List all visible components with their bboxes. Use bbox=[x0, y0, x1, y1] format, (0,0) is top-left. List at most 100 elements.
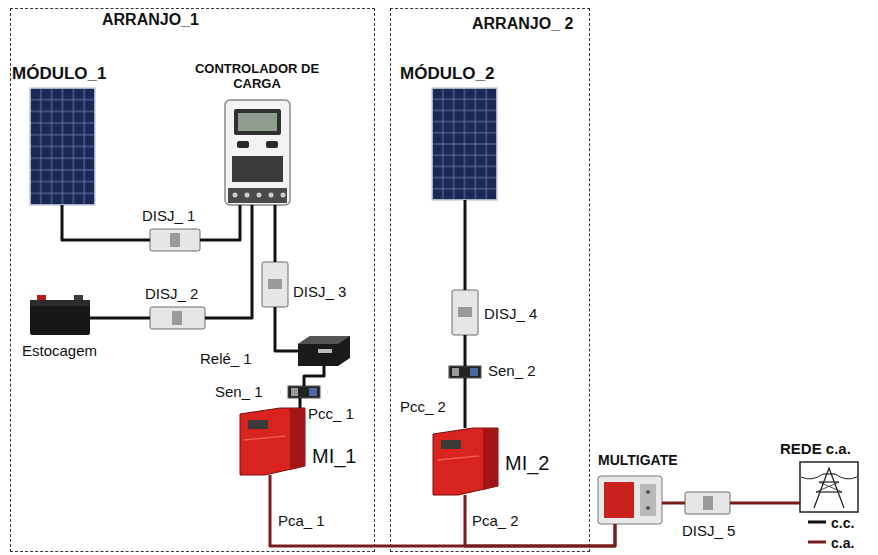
label-holder: CONTROLADOR DE CARGA bbox=[187, 62, 327, 92]
solar-panel-symbol bbox=[30, 88, 95, 205]
label-holder: Sen_ 2 bbox=[488, 362, 536, 379]
grid: REDE c.a. bbox=[800, 462, 858, 512]
legend-item: c.a. bbox=[831, 534, 854, 552]
breaker-symbol bbox=[150, 229, 200, 251]
point-label: Pca_ 2 bbox=[472, 512, 519, 529]
part-label: MULTIGATE bbox=[598, 452, 678, 468]
label-holder: MULTIGATE bbox=[598, 452, 678, 468]
breaker: DISJ_ 4 bbox=[452, 290, 478, 335]
legend-line-sample bbox=[808, 521, 826, 524]
point-label: Pcc_ 1 bbox=[308, 405, 354, 422]
dc-wire bbox=[200, 205, 240, 240]
ac-wire bbox=[465, 495, 615, 546]
label-holder: DISJ_ 2 bbox=[145, 285, 198, 302]
part-label: REDE c.a. bbox=[780, 440, 851, 457]
point-label: Pcc_ 2 bbox=[400, 398, 446, 415]
legend-line-sample bbox=[808, 541, 826, 544]
breaker-symbol bbox=[150, 307, 205, 329]
array-region: MÓDULO_2DISJ_ 4 Sen_ 2 MI_2 ARRANJO_ 2 bbox=[390, 8, 590, 552]
part-label: CONTROLADOR DE CARGA bbox=[187, 62, 327, 92]
solar-panel: MÓDULO_2 bbox=[432, 88, 497, 200]
solar-panel: MÓDULO_1 bbox=[30, 88, 95, 205]
label-holder: Pca_ 2 bbox=[472, 512, 519, 529]
part-label: Sen_ 1 bbox=[215, 383, 263, 400]
dc-wire bbox=[464, 335, 467, 366]
label-holder: DISJ_ 4 bbox=[484, 305, 537, 322]
label-holder: Pcc_ 2 bbox=[400, 398, 446, 415]
ac-wire bbox=[662, 502, 685, 505]
breaker-symbol bbox=[685, 492, 730, 514]
dc-wire bbox=[299, 398, 302, 408]
label-holder: Estocagem bbox=[22, 342, 97, 359]
label-holder: MÓDULO_2 bbox=[400, 64, 494, 84]
part-label: MÓDULO_2 bbox=[400, 64, 494, 84]
dc-wire bbox=[464, 378, 467, 428]
part-label: DISJ_ 5 bbox=[682, 522, 735, 539]
label-holder: MÓDULO_1 bbox=[12, 64, 106, 84]
part-label: MÓDULO_1 bbox=[12, 64, 106, 84]
dc-wire bbox=[90, 317, 150, 320]
part-label: Relé_ 1 bbox=[200, 350, 252, 367]
label-holder: DISJ_ 3 bbox=[293, 283, 346, 300]
array-region: MÓDULO_1CONTROLADOR DE CARGADISJ_ 1DISJ_… bbox=[10, 8, 375, 552]
dc-wire bbox=[275, 307, 298, 351]
part-label: DISJ_ 2 bbox=[145, 285, 198, 302]
breaker: DISJ_ 3 bbox=[262, 262, 288, 307]
label-holder: Pcc_ 1 bbox=[308, 405, 354, 422]
legend-item: c.c. bbox=[831, 514, 854, 532]
microinverter: MI_2 bbox=[433, 428, 498, 495]
microinverter-symbol bbox=[433, 428, 498, 495]
label-holder: ARRANJO_ 2 bbox=[472, 15, 573, 33]
charge-controller: CONTROLADOR DE CARGA bbox=[225, 100, 290, 205]
multigate-symbol bbox=[598, 476, 662, 524]
dc-wire bbox=[274, 205, 277, 262]
sensor-symbol bbox=[449, 366, 481, 378]
breaker: DISJ_ 5 bbox=[685, 492, 730, 514]
part-label: DISJ_ 1 bbox=[142, 207, 195, 224]
label-holder: DISJ_ 5 bbox=[682, 522, 735, 539]
grid-symbol bbox=[800, 462, 858, 512]
dc-wire bbox=[62, 205, 150, 240]
relay-symbol bbox=[298, 336, 350, 366]
part-label: MI_2 bbox=[505, 452, 549, 475]
sensor-symbol bbox=[288, 386, 320, 398]
dc-wire bbox=[304, 366, 324, 386]
relay: Relé_ 1 bbox=[298, 336, 350, 366]
label-holder: Pca_ 1 bbox=[278, 512, 325, 529]
battery: Estocagem bbox=[30, 300, 90, 335]
solar-panel-symbol bbox=[432, 88, 497, 200]
label-holder: Relé_ 1 bbox=[200, 350, 252, 367]
dc-wire bbox=[205, 205, 252, 318]
label-holder: ARRANJO_1 bbox=[102, 11, 199, 29]
multigate: MULTIGATE bbox=[598, 476, 662, 524]
breaker-symbol bbox=[452, 290, 478, 335]
dc-wire bbox=[464, 200, 467, 290]
part-label: Sen_ 2 bbox=[488, 362, 536, 379]
region-title: ARRANJO_1 bbox=[102, 11, 199, 29]
ac-wire bbox=[730, 502, 800, 505]
label-holder: Sen_ 1 bbox=[215, 383, 263, 400]
microinverter: MI_1 bbox=[240, 408, 305, 475]
sensor: Sen_ 2 bbox=[449, 366, 481, 378]
sensor: Sen_ 1 bbox=[288, 386, 320, 398]
legend-label: c.c. bbox=[831, 515, 854, 531]
part-label: DISJ_ 3 bbox=[293, 283, 346, 300]
part-label: DISJ_ 4 bbox=[484, 305, 537, 322]
microinverter-symbol bbox=[240, 408, 305, 475]
breaker: DISJ_ 1 bbox=[150, 229, 200, 251]
legend-label: c.a. bbox=[831, 535, 854, 551]
part-label: Estocagem bbox=[22, 342, 97, 359]
label-holder: MI_1 bbox=[312, 445, 356, 468]
part-label: MI_1 bbox=[312, 445, 356, 468]
charge-controller-symbol bbox=[225, 100, 290, 205]
label-holder: MI_2 bbox=[505, 452, 549, 475]
region-title: ARRANJO_ 2 bbox=[472, 15, 573, 33]
point-label: Pca_ 1 bbox=[278, 512, 325, 529]
label-holder: REDE c.a. bbox=[780, 440, 851, 457]
breaker-symbol bbox=[262, 262, 288, 307]
label-holder: DISJ_ 1 bbox=[142, 207, 195, 224]
